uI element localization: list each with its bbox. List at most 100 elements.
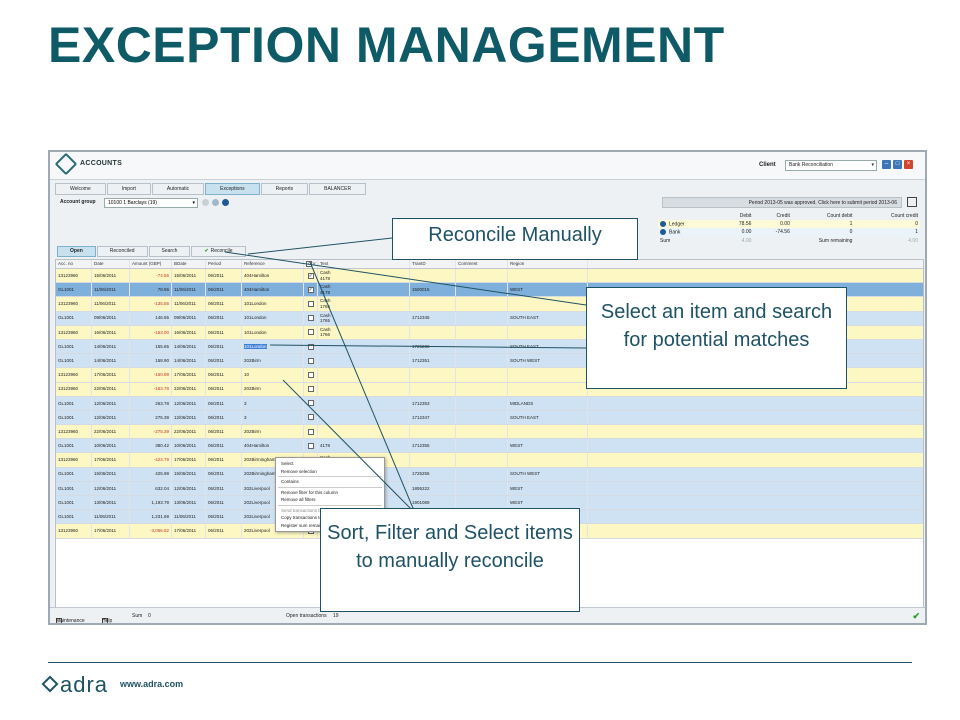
col-comment[interactable]: Comment bbox=[456, 260, 508, 268]
cell-acc-no: 13123960 bbox=[56, 453, 92, 467]
tab-automatic[interactable]: Automatic bbox=[151, 183, 205, 195]
menu-item[interactable]: Copy transactions to Excel bbox=[281, 515, 335, 521]
row-checkbox[interactable] bbox=[307, 414, 314, 421]
footer-url[interactable]: www.adra.com bbox=[120, 679, 184, 689]
close-icon[interactable]: × bbox=[904, 160, 913, 169]
adra-logo-icon bbox=[41, 675, 59, 693]
menu-item[interactable]: Remove filter for this column bbox=[281, 489, 339, 495]
cell-date: 14/06/2011 bbox=[92, 339, 130, 354]
cell-filler bbox=[588, 482, 923, 495]
tab-reports[interactable]: Reports bbox=[260, 183, 309, 195]
row-checkbox[interactable] bbox=[307, 400, 314, 407]
cell-text bbox=[318, 396, 410, 410]
account-group-label: Account group bbox=[60, 199, 96, 205]
col-period[interactable]: Period bbox=[206, 260, 242, 268]
row-checkbox[interactable]: ✓ bbox=[307, 286, 314, 293]
reference-value: 202Liverpool bbox=[244, 528, 270, 534]
maximize-icon[interactable]: □ bbox=[893, 160, 902, 169]
row-checkbox[interactable] bbox=[307, 315, 314, 322]
cell-acc-no: GL1001 bbox=[56, 510, 92, 524]
cell-region: SOUTH WEST bbox=[508, 467, 588, 481]
cell-acc-no: GL1001 bbox=[56, 439, 92, 453]
cell-v bbox=[304, 354, 318, 368]
row-checkbox[interactable] bbox=[307, 428, 314, 435]
menu-item[interactable]: Select bbox=[281, 461, 294, 467]
cell-date: 10/06/2011 bbox=[92, 439, 130, 453]
row-checkbox[interactable] bbox=[307, 386, 314, 393]
reconcile-button[interactable]: ✔Reconcile bbox=[191, 246, 246, 257]
cell-tranid bbox=[410, 325, 456, 339]
open-transactions-label: Open transactions bbox=[286, 613, 327, 619]
info-icon[interactable] bbox=[660, 229, 666, 236]
tab-exceptions[interactable]: Exceptions bbox=[205, 183, 260, 195]
export-icon[interactable] bbox=[907, 197, 917, 207]
menu-item[interactable]: Remove selection bbox=[281, 468, 317, 474]
client-select[interactable]: Bank Reconciliation ▾ bbox=[785, 160, 877, 171]
cell-region bbox=[508, 453, 588, 467]
cell-bdate: 11/06/2011 bbox=[172, 510, 206, 524]
cell-bdate: 15/06/2011 bbox=[172, 269, 206, 283]
col-acc-no[interactable]: Acc. no bbox=[56, 260, 92, 268]
col-bdate[interactable]: BDate bbox=[172, 260, 206, 268]
cell-acc-no: 13123960 bbox=[56, 325, 92, 339]
cell-region bbox=[508, 382, 588, 396]
search-button[interactable]: Search bbox=[148, 246, 191, 257]
previous-icon[interactable] bbox=[202, 199, 209, 206]
cell-comment bbox=[456, 439, 508, 453]
menu-item[interactable]: Remove all filters bbox=[281, 497, 316, 503]
app-title: ACCOUNTS bbox=[80, 160, 123, 167]
col-v[interactable]: ✓V bbox=[304, 260, 318, 268]
col-text[interactable]: Text bbox=[318, 260, 410, 268]
info-icon[interactable] bbox=[660, 221, 666, 227]
account-group-select[interactable]: 10100 1 Barclays (19) ▾ bbox=[104, 198, 198, 208]
checkbox-all[interactable]: ✓ bbox=[305, 261, 312, 267]
row-checkbox[interactable] bbox=[307, 300, 314, 307]
tab-balancer[interactable]: BALANCER bbox=[309, 183, 367, 195]
minimize-icon[interactable]: – bbox=[882, 160, 891, 169]
next-icon[interactable] bbox=[222, 199, 229, 206]
cell-period: 06/2011 bbox=[206, 325, 242, 339]
tab-reconciled[interactable]: Reconciled bbox=[96, 246, 148, 257]
cell-period: 06/2011 bbox=[206, 425, 242, 439]
tab-welcome[interactable]: Welcome bbox=[55, 183, 106, 195]
col-amount[interactable]: Amount (GBP) bbox=[130, 260, 172, 268]
cell-reference: 101London bbox=[242, 297, 304, 311]
col-reference[interactable]: Reference bbox=[242, 260, 304, 268]
cell-comment bbox=[456, 368, 508, 382]
refresh-icon[interactable] bbox=[212, 199, 219, 206]
tab-import[interactable]: Import bbox=[106, 183, 151, 195]
col-tranid[interactable]: TranID bbox=[410, 260, 456, 268]
row-checkbox[interactable]: ✓ bbox=[307, 272, 314, 279]
callout-reconcile-manually: Reconcile Manually bbox=[392, 218, 638, 260]
cell-acc-no: GL1001 bbox=[56, 283, 92, 297]
row-checkbox[interactable] bbox=[307, 371, 314, 378]
row-checkbox[interactable] bbox=[307, 343, 314, 350]
row-checkbox[interactable] bbox=[307, 357, 314, 364]
reference-value: 404Hamilton bbox=[244, 272, 270, 278]
row-checkbox[interactable] bbox=[307, 329, 314, 336]
cell-bdate: 17/06/2011 bbox=[172, 368, 206, 382]
menu-item[interactable]: Register sum remaining bbox=[281, 522, 329, 528]
reference-value: 3 bbox=[244, 414, 247, 420]
cell-tranid: 1500015 bbox=[410, 283, 456, 297]
period-notice[interactable]: Period 2013-05 was approved. Click here … bbox=[662, 197, 902, 208]
balance-summary: Debit Credit Count debit Count credit Le… bbox=[658, 212, 920, 245]
col-date[interactable]: Date bbox=[92, 260, 130, 268]
cell-filler bbox=[588, 468, 923, 481]
cell-tranid: 1712353 bbox=[410, 396, 456, 410]
col-region[interactable]: Region bbox=[508, 260, 588, 268]
row-checkbox[interactable] bbox=[307, 442, 314, 449]
cell-tranid bbox=[410, 269, 456, 283]
cell-date: 12/06/2011 bbox=[92, 396, 130, 410]
tab-open[interactable]: Open bbox=[57, 246, 96, 257]
menu-item[interactable]: Contains bbox=[281, 479, 299, 485]
cell-comment bbox=[456, 425, 508, 439]
